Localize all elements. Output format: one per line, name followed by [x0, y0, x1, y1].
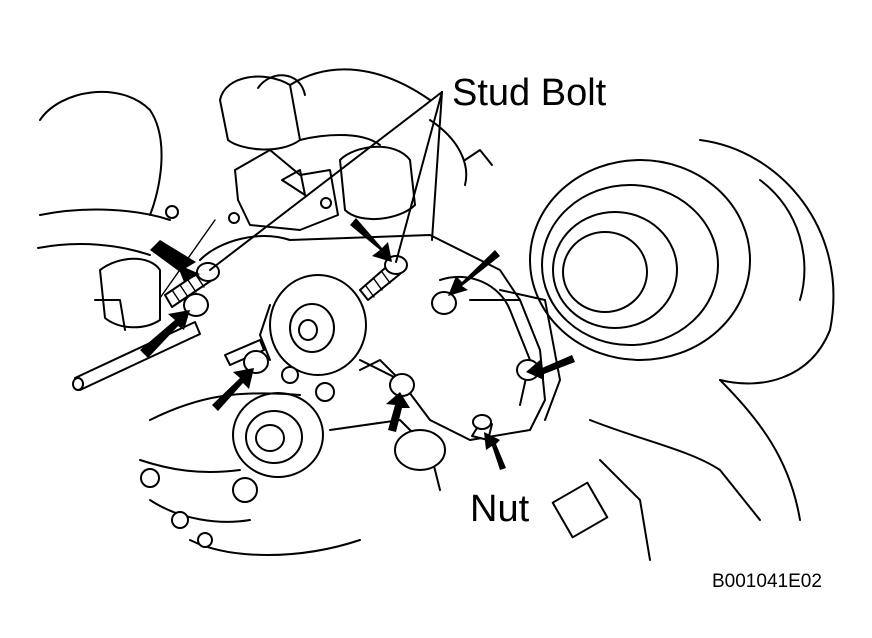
arrow-3 — [212, 368, 254, 411]
arrow-6 — [448, 250, 500, 296]
center-body — [199, 234, 561, 441]
arrow-8 — [484, 432, 506, 470]
left-engine-outline — [37, 90, 240, 331]
stud-bolt-right — [359, 255, 408, 301]
figure-code: B001041E02 — [712, 571, 822, 592]
arrow-markers — [140, 218, 575, 470]
stud-bolt-leaders — [209, 91, 443, 271]
arrow-7 — [526, 355, 575, 380]
arrow-1 — [150, 240, 200, 282]
upper-housing — [219, 68, 493, 231]
arrow-4 — [350, 218, 392, 262]
lower-idler — [139, 359, 446, 556]
arrow-2 — [140, 310, 190, 358]
stud-bolt-label: Stud Bolt — [452, 72, 607, 114]
nut-label: Nut — [470, 488, 530, 530]
arrow-5 — [386, 392, 410, 432]
right-pulley — [529, 139, 835, 561]
